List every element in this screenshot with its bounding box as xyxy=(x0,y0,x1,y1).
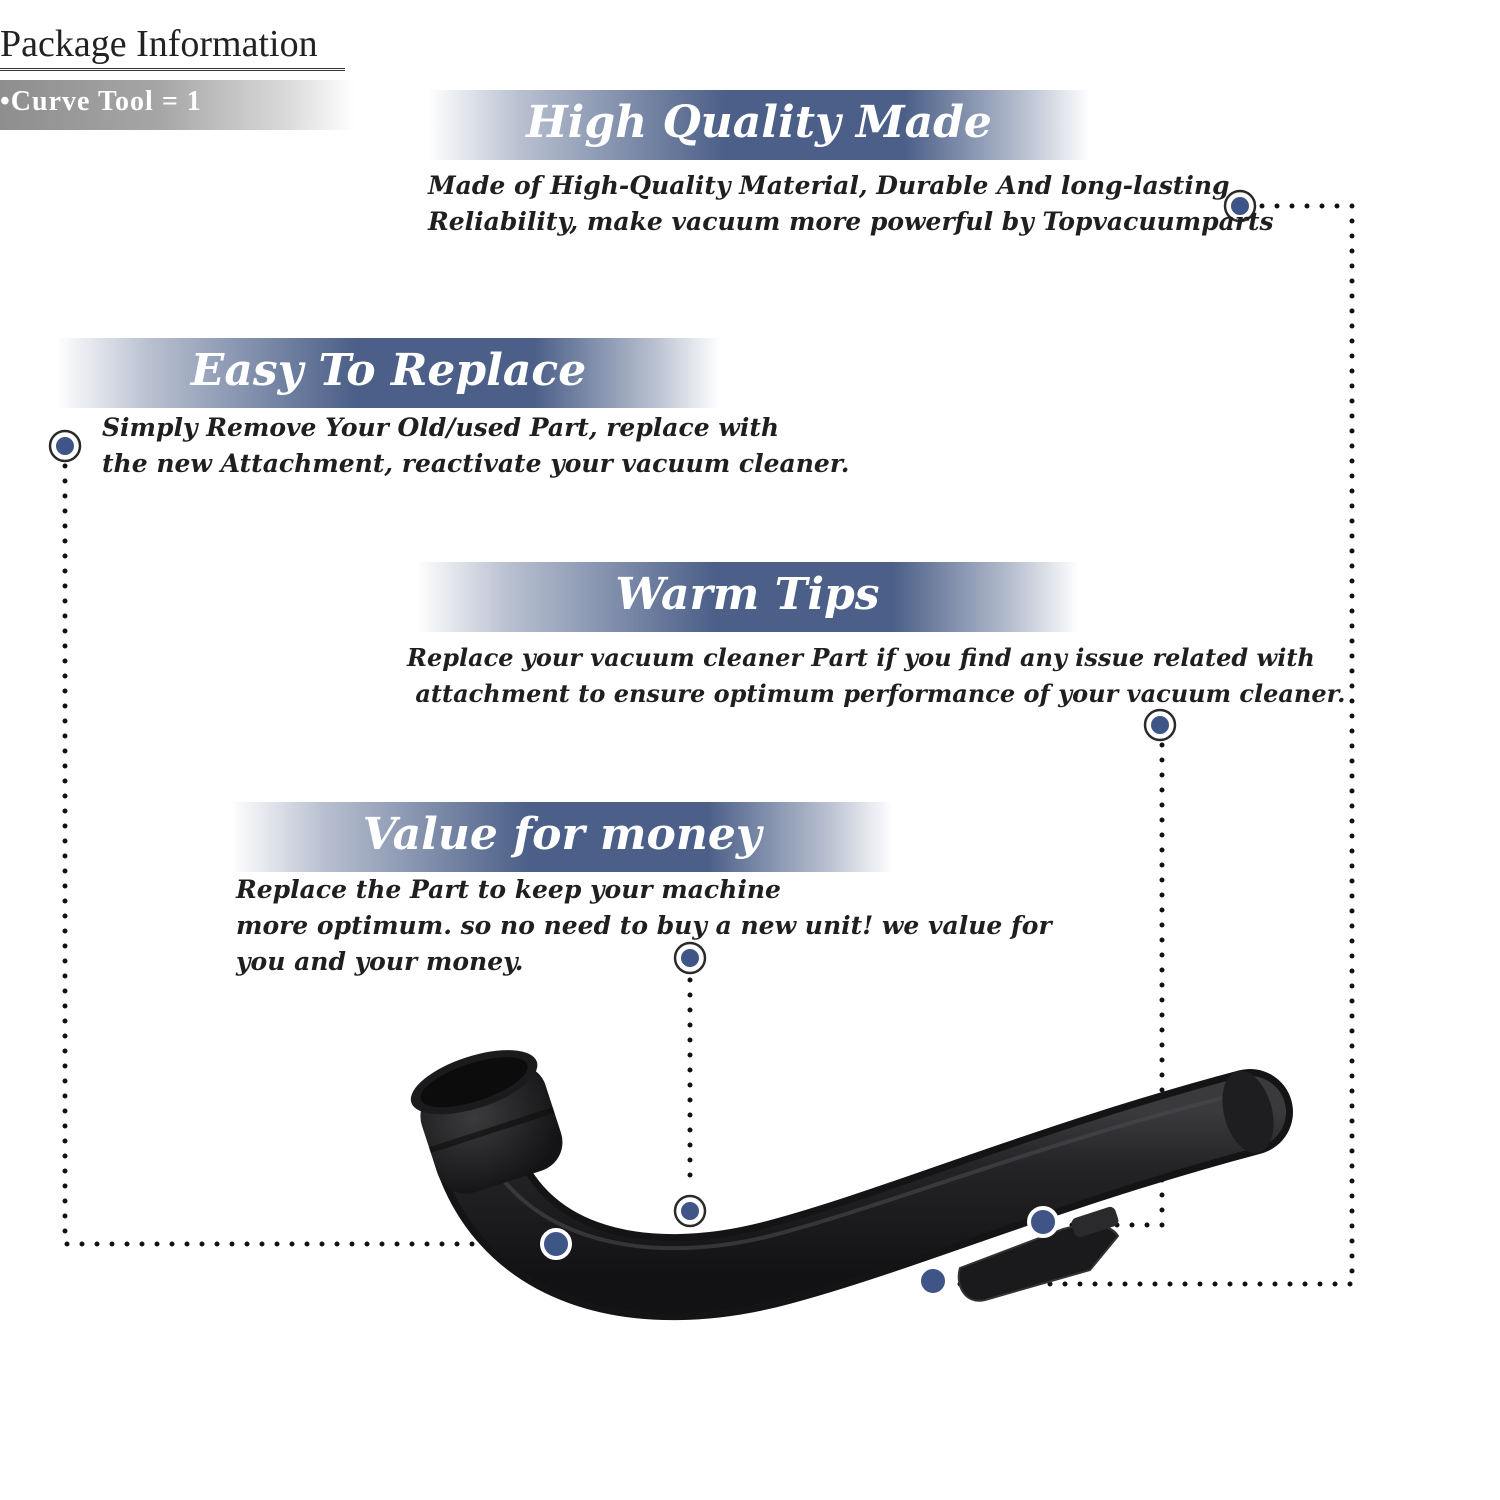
leader-warm-tips xyxy=(1057,742,1165,1228)
feature-desc-line: Replace the Part to keep your machine xyxy=(236,875,781,904)
feature-desc-line: more optimum. so no need to buy a new un… xyxy=(236,911,1052,940)
leader-easy-replace xyxy=(62,463,539,1247)
marker-warm-tips-end-icon xyxy=(1027,1206,1059,1238)
feature-desc-line: Made of High-Quality Material, Durable A… xyxy=(428,171,1230,200)
feature-banner-easy-replace: Easy To Replace xyxy=(57,338,720,408)
feature-desc-line: Reliability, make vacuum more powerful b… xyxy=(428,207,1274,236)
feature-desc-line: Replace your vacuum cleaner Part if you … xyxy=(407,643,1315,672)
marker-high-quality-end-icon xyxy=(917,1265,949,1297)
feature-desc-line: the new Attachment, reactivate your vacu… xyxy=(102,449,850,478)
leader-high-quality xyxy=(952,203,1355,1287)
feature-desc-line: attachment to ensure optimum performance… xyxy=(407,679,1346,708)
marker-value-money-icon xyxy=(673,941,707,975)
package-information-title: Package Information xyxy=(0,22,345,71)
marker-easy-replace-end-icon xyxy=(540,1228,572,1260)
marker-easy-replace-icon xyxy=(48,429,82,463)
leader-lines xyxy=(62,203,1355,1287)
feature-desc-high-quality: Made of High-Quality Material, Durable A… xyxy=(428,168,1274,240)
feature-desc-line: you and your money. xyxy=(236,947,524,976)
feature-desc-warm-tips: Replace your vacuum cleaner Part if you … xyxy=(407,640,1345,712)
feature-banner-warm-tips: Warm Tips xyxy=(416,562,1079,632)
feature-banner-high-quality: High Quality Made xyxy=(428,90,1090,160)
callout-markers xyxy=(48,189,1257,1297)
package-item-badge: •Curve Tool = 1 xyxy=(0,80,355,130)
feature-desc-easy-replace: Simply Remove Your Old/used Part, replac… xyxy=(102,410,849,482)
feature-desc-value-money: Replace the Part to keep your machine mo… xyxy=(236,872,1052,980)
marker-value-money-end-icon xyxy=(673,1194,707,1228)
feature-banner-value-money: Value for money xyxy=(231,802,893,872)
marker-high-quality-icon xyxy=(1223,189,1257,223)
marker-warm-tips-icon xyxy=(1143,708,1177,742)
feature-desc-line: Simply Remove Your Old/used Part, replac… xyxy=(102,413,780,442)
curve-tool-image xyxy=(410,1050,1293,1321)
